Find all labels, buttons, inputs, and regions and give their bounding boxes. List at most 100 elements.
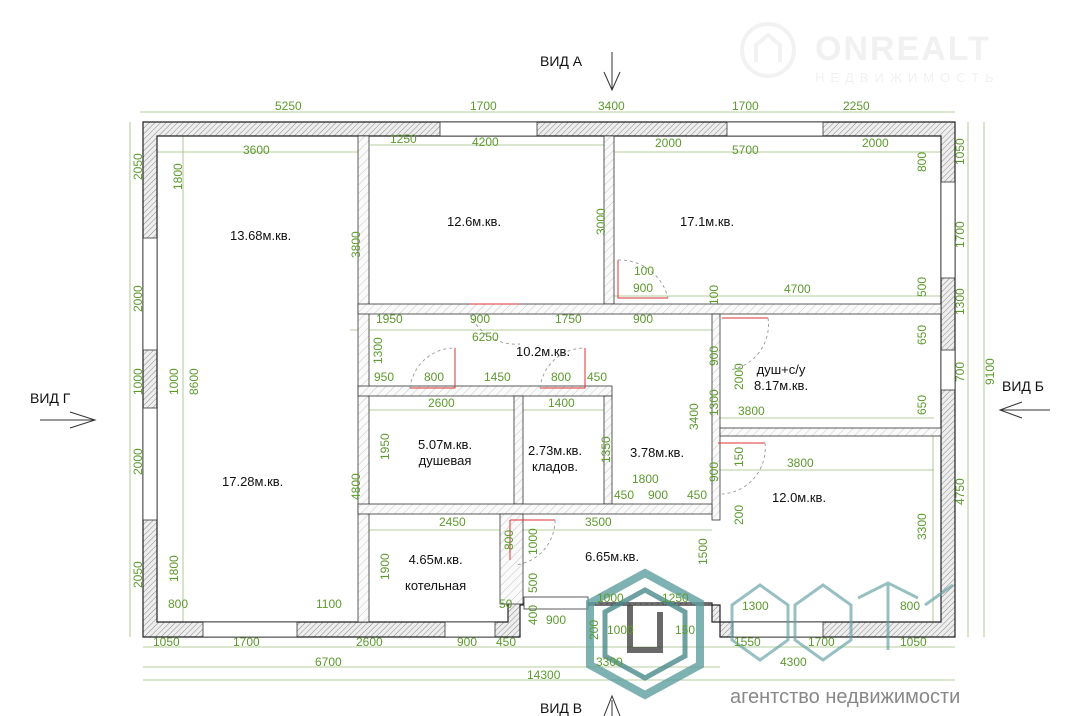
dimension-label: 5250 — [275, 99, 302, 113]
view-g-label: ВИД Г — [30, 390, 71, 406]
sota-logo — [586, 568, 954, 700]
dimension-label: 5700 — [732, 143, 759, 157]
dimension-label: 2000 — [131, 285, 145, 312]
dimension-label: 200 — [732, 504, 746, 525]
dimension-label: 200 — [587, 619, 601, 640]
dimension-label: 2000 — [655, 136, 682, 150]
agency-subtitle: агентство недвижимости — [730, 686, 961, 708]
dimension-label: 4200 — [472, 135, 499, 149]
dimension-label: 1800 — [167, 555, 181, 582]
dimension-label: 700 — [953, 361, 967, 382]
dimension-label: 3300 — [915, 513, 929, 540]
dimension-label: 3800 — [738, 404, 765, 418]
dimension-label: 1000 — [526, 528, 540, 555]
dimension-label: 900 — [546, 613, 567, 627]
dimension-label: 800 — [900, 599, 921, 613]
dimension-label: 1300 — [371, 337, 385, 364]
dimension-label: 4800 — [349, 473, 363, 500]
exterior-walls — [142, 121, 956, 638]
onrealt-name: ONREALT — [815, 30, 991, 68]
dimension-label: 1400 — [548, 396, 575, 410]
dimension-label: 1450 — [484, 370, 511, 384]
arrow-left-icon — [998, 401, 1050, 419]
dimension-label: 1700 — [732, 99, 759, 113]
dimension-label: 1250 — [662, 591, 689, 605]
room-label: 5.07м.кв.душевая — [418, 437, 472, 469]
view-v-label: ВИД В — [540, 700, 583, 716]
window — [444, 621, 496, 638]
dimension-label: 50 — [499, 597, 513, 611]
dimension-label: 150 — [732, 446, 746, 467]
dimension-label: 2450 — [439, 515, 466, 529]
room-area: 12.0м.кв. — [772, 490, 827, 505]
window — [940, 181, 956, 279]
room-label: 2.73м.кв.кладов. — [528, 443, 582, 475]
room-area: 17.28м.кв. — [222, 474, 284, 489]
dimension-label: 3300 — [596, 655, 623, 669]
dimension-label: 1000 — [607, 623, 634, 637]
dimension-label: 1500 — [696, 538, 710, 565]
dimension-label: 450 — [614, 488, 635, 502]
room-label: 12.0м.кв. — [772, 490, 826, 506]
dimension-label: 400 — [526, 604, 540, 625]
dimension-label: 6250 — [472, 330, 499, 344]
dimension-label: 800 — [424, 370, 445, 384]
onrealt-logo — [740, 22, 796, 78]
view-a-label: ВИД А — [540, 53, 583, 69]
dimension-label: 3400 — [687, 403, 701, 430]
dimension-label: 4300 — [780, 655, 807, 669]
room-area: 4.65м.кв. — [408, 552, 463, 567]
dimension-label: 100 — [707, 284, 721, 305]
dimension-label: 2050 — [131, 153, 145, 180]
room-area: 8.17м.кв. — [754, 378, 809, 393]
dimension-label: 1000 — [597, 591, 624, 605]
dimension-label: 8600 — [187, 368, 201, 395]
dimension-label: 450 — [587, 370, 608, 384]
dimension-label: 1050 — [900, 635, 927, 649]
doors — [409, 259, 769, 566]
dimension-label: 100 — [634, 264, 655, 278]
dimension-label: 3400 — [598, 99, 625, 113]
dimension-label: 2250 — [843, 99, 870, 113]
dimension-label: 650 — [915, 394, 929, 415]
dimension-label: 6700 — [315, 655, 342, 669]
dimension-label: 800 — [502, 529, 516, 550]
room-label: 17.1м.кв. — [680, 214, 734, 230]
dimension-label: 900 — [707, 345, 721, 366]
dimension-label: 1700 — [470, 99, 497, 113]
window — [202, 621, 298, 638]
dimension-lines — [129, 111, 985, 681]
room-label: 17.28м.кв. — [222, 474, 283, 490]
dimension-label: 1250 — [390, 132, 417, 146]
room-label: 4.65м.кв. котельная — [405, 552, 466, 594]
dimension-label: 1800 — [171, 163, 185, 190]
room-name: котельная — [405, 578, 467, 593]
dimension-label: 2000 — [732, 363, 746, 390]
room-name: кладов. — [532, 459, 579, 474]
dimension-label: 950 — [374, 370, 395, 384]
room-area: 5.07м.кв. — [418, 437, 473, 452]
dimension-label: 1300 — [707, 389, 721, 416]
dimension-label: 900 — [707, 461, 721, 482]
dimension-label: 900 — [633, 312, 654, 326]
room-label: 12.6м.кв. — [447, 214, 501, 230]
room-label: 3.78м.кв. — [630, 445, 684, 461]
room-area: 6.65м.кв. — [585, 549, 640, 564]
room-area: 12.6м.кв. — [447, 214, 502, 229]
room-name: душевая — [418, 453, 472, 468]
dimension-label: 4700 — [784, 282, 811, 296]
dimension-label: 1700 — [953, 221, 967, 248]
room-area: 3.78м.кв. — [630, 445, 685, 460]
arrow-up-icon — [603, 694, 621, 716]
view-arrows — [40, 52, 1050, 716]
dimension-label: 9100 — [983, 358, 997, 385]
dimension-label: 1950 — [378, 433, 392, 460]
dimension-label: 800 — [915, 151, 929, 172]
dimension-label: 2050 — [131, 561, 145, 588]
window — [726, 121, 824, 137]
room-label: 6.65м.кв. — [585, 549, 639, 565]
dimension-label: 1300 — [742, 599, 769, 613]
dimension-label: 450 — [496, 635, 517, 649]
dimension-label: 2000 — [862, 136, 889, 150]
